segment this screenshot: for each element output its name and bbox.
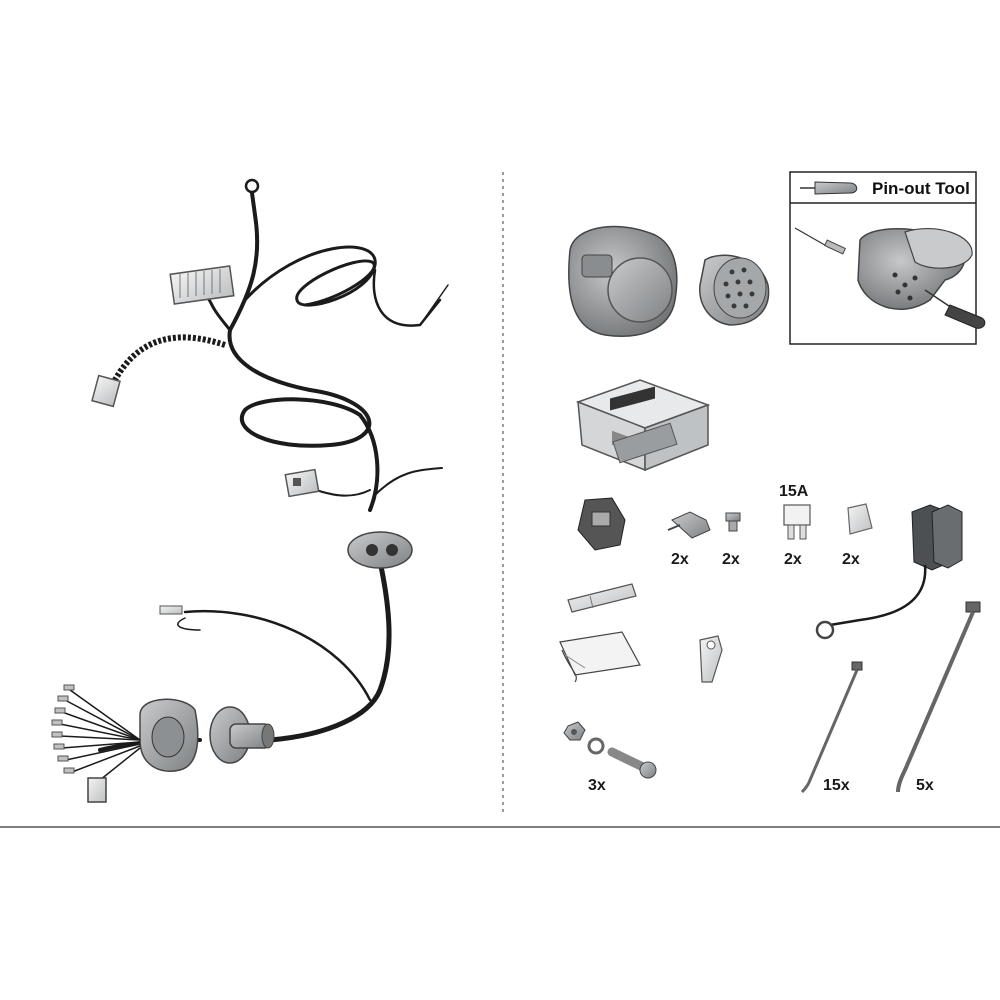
qty-cable-tie-large: 5x [916, 777, 934, 794]
small-connector [284, 468, 320, 498]
cable-tie-small: 15x [800, 661, 863, 794]
wire-terminals-fan [51, 684, 141, 803]
socket-pin-insert [699, 254, 770, 326]
cable-grommet [347, 531, 413, 569]
terminal-part: 2x [667, 511, 711, 568]
qty-terminal: 2x [671, 551, 689, 568]
rubber-boot-and-plate [139, 698, 275, 772]
control-module [575, 379, 711, 472]
fuse-part: 15A 2x [779, 483, 811, 568]
spade-terminal [159, 605, 183, 615]
cap-part: 2x [842, 503, 873, 568]
pin-out-tool-icon [800, 181, 858, 195]
cable-tie-large: 5x [896, 601, 981, 794]
qty-cable-tie-small: 15x [823, 777, 850, 794]
pin-out-tool-box: Pin-out Tool [789, 171, 986, 345]
relay-with-ground-wire [815, 504, 963, 640]
ring-tag-part [699, 635, 723, 683]
qty-fuse: 2x [784, 551, 802, 568]
qty-bolt-set: 3x [588, 777, 606, 794]
harness-plug-connector [169, 265, 235, 305]
plug-part [577, 497, 626, 551]
wiring-harness [98, 178, 449, 752]
corrugated-cable-with-plug [91, 334, 226, 408]
inline-fuse-holder [567, 583, 637, 613]
qty-cap: 2x [842, 551, 860, 568]
qty-screw-small: 2x [722, 551, 740, 568]
instruction-sheet [559, 631, 641, 683]
fuse-rating-label: 15A [779, 483, 809, 500]
tool-box-title: Pin-out Tool [872, 179, 970, 198]
screw-small-part: 2x [722, 512, 741, 568]
bolt-set: 3x [563, 721, 657, 794]
socket-13pin [568, 225, 678, 337]
